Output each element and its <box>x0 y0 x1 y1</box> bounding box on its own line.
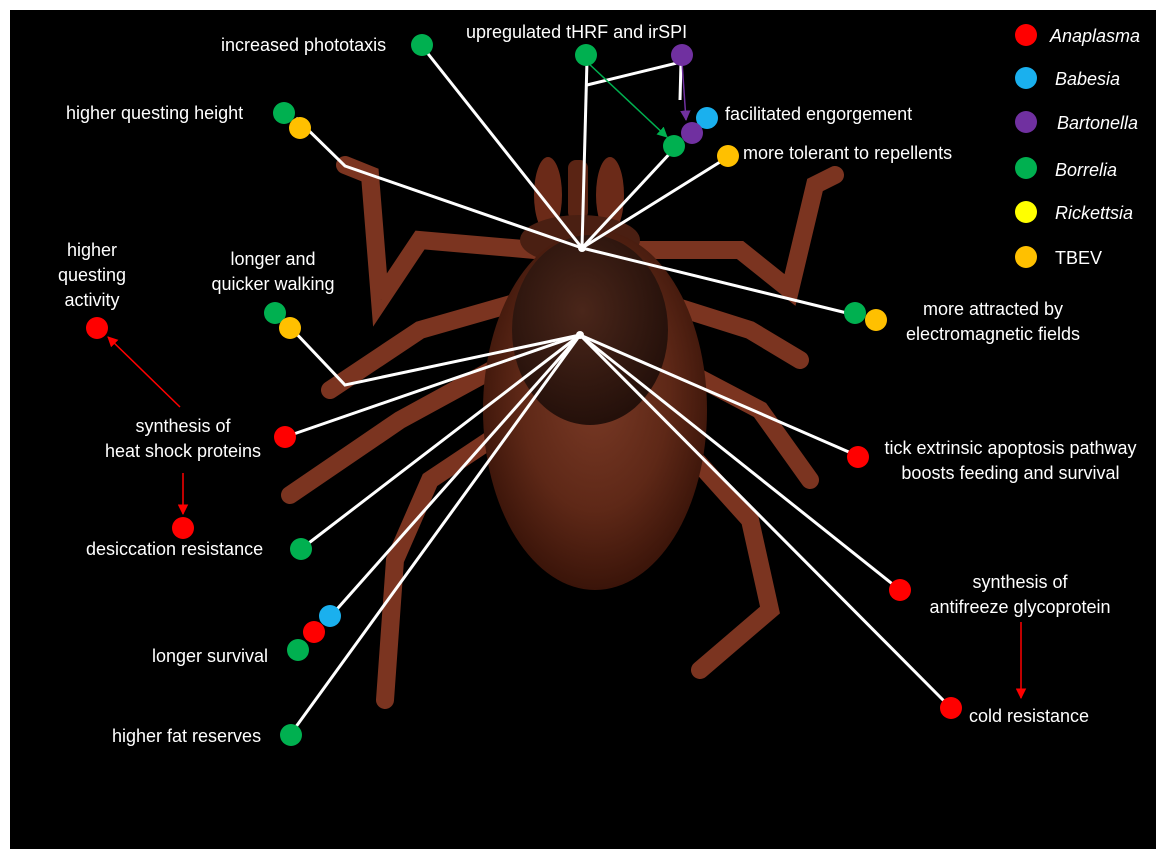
label-line: electromagnetic fields <box>893 322 1093 347</box>
label-upregulated: upregulated tHRF and irSPI <box>466 20 687 45</box>
label-line: synthesis of <box>910 570 1130 595</box>
bartonella-dot-engorgement <box>681 122 703 144</box>
legend-dot-borrelia <box>1015 157 1037 179</box>
bartonella-dot-upregulated <box>671 44 693 66</box>
borrelia-dot-desiccation <box>290 538 312 560</box>
label-line: longer and <box>198 247 348 272</box>
label-facilitated-engorgement: facilitated engorgement <box>725 102 912 127</box>
anaplasma-dot-antifreeze <box>889 579 911 601</box>
label-higher-questing-height: higher questing height <box>66 101 243 126</box>
label-higher-fat: higher fat reserves <box>112 724 261 749</box>
anaplasma-dot-questing-activity <box>86 317 108 339</box>
legend-label: Borrelia <box>1055 160 1117 180</box>
legend-label: Bartonella <box>1057 113 1138 133</box>
legend-item-tbev: TBEV <box>1055 247 1102 269</box>
label-apoptosis: tick extrinsic apoptosis pathway boosts … <box>868 436 1153 486</box>
label-longer-walking: longer and quicker walking <box>198 247 348 297</box>
legend-item-babesia: Babesia <box>1055 68 1120 90</box>
babesia-dot-survival <box>319 605 341 627</box>
legend-item-borrelia: Borrelia <box>1055 159 1117 181</box>
borrelia-dot-electromagnetic <box>844 302 866 324</box>
label-heat-shock: synthesis of heat shock proteins <box>90 414 276 464</box>
legend-label: Babesia <box>1055 69 1120 89</box>
anaplasma-dot-apoptosis <box>847 446 869 468</box>
label-line: tick extrinsic apoptosis pathway <box>868 436 1153 461</box>
label-line: quicker walking <box>198 272 348 297</box>
legend-dot-tbev <box>1015 246 1037 268</box>
legend-dot-rickettsia <box>1015 201 1037 223</box>
anaplasma-dot-cold <box>940 697 962 719</box>
anaplasma-dot-heatshock <box>274 426 296 448</box>
label-line: questing <box>40 263 144 288</box>
legend-dot-babesia <box>1015 67 1037 89</box>
borrelia-dot-survival <box>287 639 309 661</box>
legend-item-bartonella: Bartonella <box>1057 112 1138 134</box>
label-line: activity <box>40 288 144 313</box>
anaplasma-dot-desiccation <box>172 517 194 539</box>
legend-item-rickettsia: Rickettsia <box>1055 202 1133 224</box>
label-line: heat shock proteins <box>90 439 276 464</box>
label-desiccation: desiccation resistance <box>86 537 263 562</box>
label-line: boosts feeding and survival <box>868 461 1153 486</box>
legend-dot-anaplasma <box>1015 24 1037 46</box>
label-longer-survival: longer survival <box>152 644 268 669</box>
label-more-attracted: more attracted by electromagnetic fields <box>893 297 1093 347</box>
legend-label: Anaplasma <box>1050 26 1140 46</box>
borrelia-dot-fat <box>280 724 302 746</box>
tbev-dot-repellents <box>717 145 739 167</box>
legend-item-anaplasma: Anaplasma <box>1050 25 1140 47</box>
label-more-tolerant: more tolerant to repellents <box>743 141 952 166</box>
label-line: synthesis of <box>90 414 276 439</box>
borrelia-dot-engorgement <box>663 135 685 157</box>
anaplasma-dot-survival <box>303 621 325 643</box>
tbev-dot-electromagnetic <box>865 309 887 331</box>
label-higher-questing-activity: higher questing activity <box>40 238 144 313</box>
legend-label: TBEV <box>1055 248 1102 268</box>
label-line: more attracted by <box>893 297 1093 322</box>
borrelia-dot-questing-height <box>273 102 295 124</box>
tbev-dot-walking <box>279 317 301 339</box>
label-cold-resistance: cold resistance <box>969 704 1089 729</box>
label-antifreeze: synthesis of antifreeze glycoprotein <box>910 570 1130 620</box>
tbev-dot-questing-height <box>289 117 311 139</box>
legend-label: Rickettsia <box>1055 203 1133 223</box>
label-line: antifreeze glycoprotein <box>910 595 1130 620</box>
legend-dot-bartonella <box>1015 111 1037 133</box>
label-line: higher <box>40 238 144 263</box>
borrelia-dot-upregulated <box>575 44 597 66</box>
label-increased-phototaxis: increased phototaxis <box>221 33 386 58</box>
borrelia-dot-phototaxis <box>411 34 433 56</box>
